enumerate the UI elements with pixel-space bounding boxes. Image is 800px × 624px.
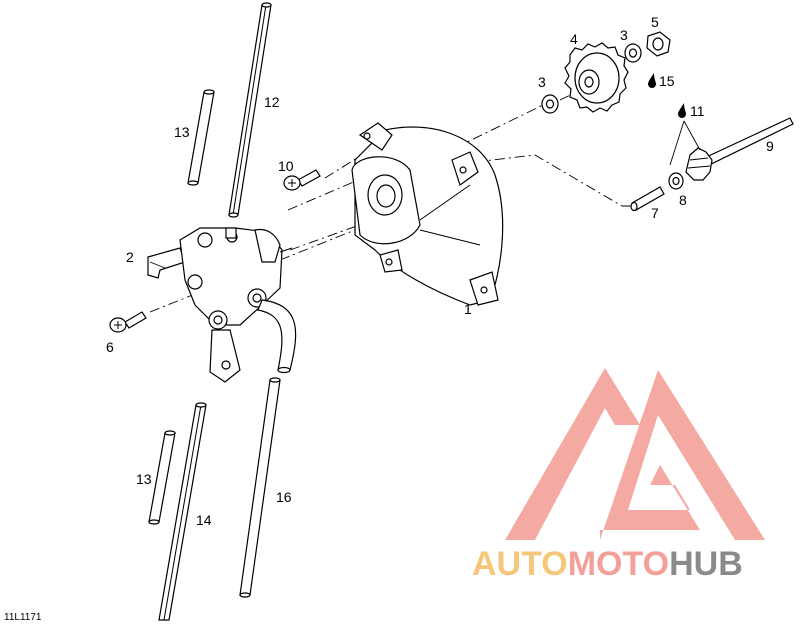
cover-plate-1 bbox=[351, 122, 504, 306]
callout-8: 8 bbox=[679, 192, 687, 208]
logo-triangle-right bbox=[600, 370, 765, 540]
tube-13-bottom bbox=[148, 430, 176, 525]
pin-7 bbox=[630, 186, 665, 212]
elbow-hose bbox=[257, 299, 297, 374]
nut-5 bbox=[646, 31, 671, 57]
callout-5: 5 bbox=[651, 14, 659, 30]
callout-3-left: 3 bbox=[538, 74, 546, 90]
callout-14: 14 bbox=[196, 512, 212, 528]
watermark-moto: MOTO bbox=[568, 545, 669, 583]
callout-6: 6 bbox=[106, 339, 114, 355]
callout-12: 12 bbox=[264, 94, 280, 110]
callout-3-right: 3 bbox=[620, 27, 628, 43]
callouts: 1 2 3 3 4 5 6 7 8 9 10 11 12 13 13 14 15… bbox=[106, 14, 774, 528]
washer-3-right bbox=[624, 43, 642, 63]
tube-16 bbox=[239, 377, 281, 598]
tube-12 bbox=[228, 2, 272, 218]
callout-11: 11 bbox=[690, 103, 705, 119]
callout-16: 16 bbox=[276, 489, 292, 505]
logo-triangle-left bbox=[505, 368, 640, 540]
callout-10: 10 bbox=[278, 158, 294, 174]
shaft-9 bbox=[685, 117, 794, 181]
callout-13-bottom: 13 bbox=[136, 471, 152, 487]
callout-13-top: 13 bbox=[174, 124, 190, 140]
oil-drop-icon bbox=[678, 103, 686, 118]
washer-8 bbox=[668, 172, 684, 190]
oil-pump-body bbox=[147, 227, 293, 383]
callout-4: 4 bbox=[570, 31, 578, 47]
watermark-auto: AUTO bbox=[472, 545, 568, 583]
tube-13-top bbox=[187, 89, 215, 186]
screw-10 bbox=[283, 169, 321, 191]
watermark-logo bbox=[505, 368, 765, 540]
screw-6 bbox=[109, 311, 147, 333]
reference-code: 11L1171 bbox=[4, 612, 42, 623]
callout-15: 15 bbox=[659, 73, 675, 89]
callout-2: 2 bbox=[126, 249, 134, 265]
gear-4 bbox=[564, 42, 629, 113]
callout-9: 9 bbox=[766, 138, 774, 154]
leader-lines bbox=[149, 120, 701, 269]
watermark-text: AUTOMOTOHUB bbox=[472, 545, 743, 583]
watermark-hub: HUB bbox=[669, 545, 743, 583]
washer-3-left bbox=[541, 94, 559, 114]
oil-drop-icon bbox=[648, 73, 656, 88]
callout-1: 1 bbox=[464, 301, 472, 317]
callout-7: 7 bbox=[651, 205, 659, 221]
tube-14 bbox=[158, 402, 207, 621]
